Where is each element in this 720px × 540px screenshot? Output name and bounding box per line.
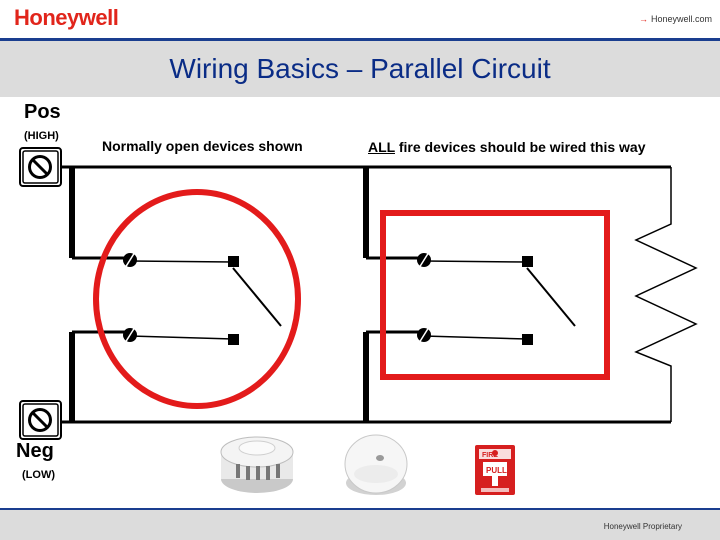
header-bar: Honeywell →Honeywell.com (0, 0, 720, 36)
pos-label: Pos (24, 101, 61, 123)
switch-left (123, 251, 282, 345)
honeywell-logo: Honeywell (14, 5, 119, 30)
neg-sub-label: (LOW) (22, 469, 55, 481)
footer-proprietary: Honeywell Proprietary (603, 522, 682, 531)
neg-label: Neg (16, 440, 54, 462)
caption-all-rest: fire devices should be wired this way (394, 139, 646, 155)
heat-detector-icon (344, 434, 408, 495)
caption-all-fire-devices: ALL fire devices should be wired this wa… (368, 139, 646, 155)
switch-right (417, 251, 576, 345)
circuit-wires (61, 165, 698, 424)
footer-divider (0, 508, 720, 511)
page-title: Wiring Basics – Parallel Circuit (169, 53, 551, 84)
footer-bar (0, 510, 720, 540)
caption-normally-open: Normally open devices shown (102, 138, 303, 154)
arrow-right-icon: → (638, 14, 648, 24)
pos-sub-label: (HIGH) (24, 130, 59, 142)
pos-terminal-icon (19, 147, 62, 187)
pull-station-pull-text: PULL (486, 466, 507, 475)
title-band: Wiring Basics – Parallel Circuit (0, 41, 720, 97)
pull-station-icon: FIRE PULL (475, 445, 515, 495)
caption-all-emphasis: ALL (368, 139, 395, 155)
honeywell-com-link[interactable]: →Honeywell.com (639, 14, 712, 24)
highlight-circle (93, 189, 301, 409)
highlight-square (380, 210, 610, 380)
smoke-detector-icon (220, 436, 294, 493)
header-divider (0, 38, 720, 41)
pull-station-fire-text: FIRE (482, 452, 498, 459)
honeywell-com-label: Honeywell.com (650, 14, 712, 24)
neg-terminal-icon (19, 400, 62, 440)
